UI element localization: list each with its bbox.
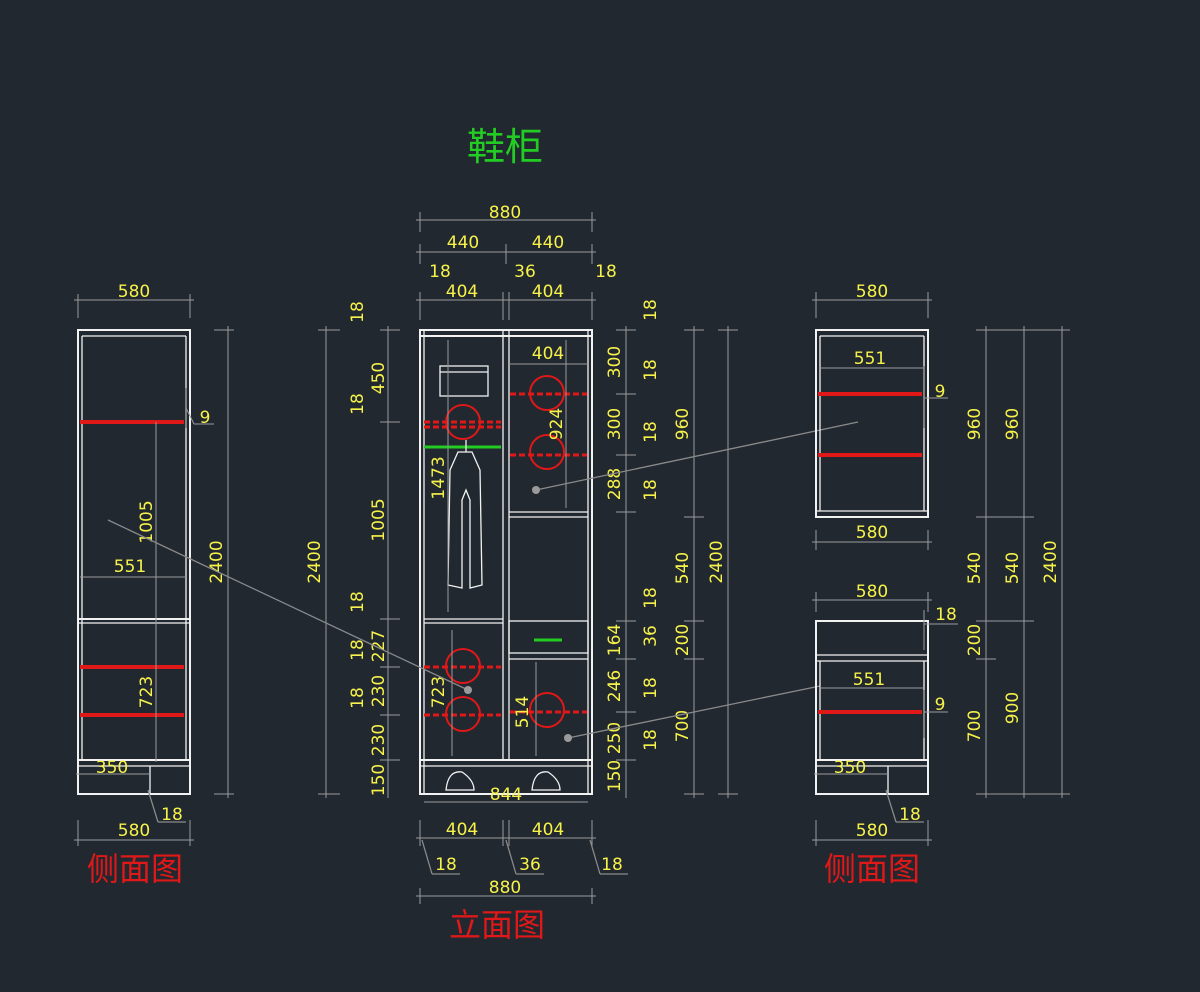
front-right-dim-10: 246 [605,670,625,702]
left-base: 350 [96,758,128,778]
right-h1: 960 [965,408,985,440]
front-right-dim-0: 18 [641,299,661,321]
right-upper-top-w: 580 [856,282,888,302]
right-h4: 700 [965,710,985,742]
front-mid-dim-2: 924 [547,408,567,440]
front-left-dim-7: 230 [369,675,389,707]
left-side-view: 580 580 551 9 350 18 2400 1005 723 侧面图 [74,282,234,888]
right-total: 2400 [1041,540,1061,583]
front-right-outer-2: 200 [673,624,693,656]
front-right-dim-1: 300 [605,346,625,378]
right-lower-inner: 551 [853,670,885,690]
right-thick: 18 [899,805,921,825]
front-right-dim-9: 36 [641,625,661,647]
front-right-dim-8: 164 [605,624,625,656]
front-overall-bottom: 880 [489,878,521,898]
right-upper-inner: 551 [854,349,886,369]
right-h3: 200 [965,624,985,656]
front-left-dim-2: 18 [348,393,368,415]
front-left-dim-10: 150 [369,764,389,796]
right-h2: 540 [965,552,985,584]
front-right-dim-6: 18 [641,479,661,501]
front-inner-top: 404 [532,344,564,364]
front-left-dim-5: 227 [369,630,389,662]
front-right-total: 2400 [707,540,727,583]
left-gap: 9 [200,408,211,428]
front-left-dim-6: 18 [348,639,368,661]
front-view-label: 立面图 [449,906,545,944]
front-right-outer-1: 540 [673,552,693,584]
right-lower-bottom-w: 580 [856,821,888,841]
front-left-total: 2400 [305,540,325,583]
left-view-label: 侧面图 [87,850,183,888]
front-right-dim-5: 288 [605,468,625,500]
front-elevation: 880 440 440 18 36 18 404 404 404 18 450 … [305,203,738,944]
right-base: 350 [834,758,866,778]
front-bay-right: 404 [532,282,564,302]
front-mid-dim-3: 514 [513,696,533,728]
front-right-dim-7: 18 [641,587,661,609]
front-left-dim-9: 230 [369,724,389,756]
front-left-dim-3: 1005 [369,498,389,541]
right-h2b: 540 [1003,552,1023,584]
left-upper: 1005 [137,500,157,543]
front-middle-b: 36 [519,855,541,875]
front-right-dim-11: 18 [641,677,661,699]
right-h1b: 960 [1003,408,1023,440]
front-right-dim-3: 300 [605,408,625,440]
right-thick-top: 18 [935,605,957,625]
front-middle: 36 [514,262,536,282]
front-bay-right-b: 404 [532,820,564,840]
front-right-dim-2: 18 [641,359,661,381]
front-right-dim-14: 150 [605,760,625,792]
right-side-view: 580 551 580 580 551 580 9 9 18 350 18 96… [812,282,1070,888]
left-thick: 18 [161,805,183,825]
right-gap2: 9 [935,695,946,715]
front-half-left: 440 [447,233,479,253]
front-right-dim-13: 18 [641,729,661,751]
front-side-left-b: 18 [435,855,457,875]
front-right-outer-0: 960 [673,408,693,440]
left-width-bottom: 580 [118,821,150,841]
left-width-top: 580 [118,282,150,302]
right-h5: 900 [1003,692,1023,724]
front-mid-dim-0: 1473 [429,456,449,499]
front-left-dim-8: 18 [348,687,368,709]
front-half-right: 440 [532,233,564,253]
front-bay-left: 404 [446,282,478,302]
left-inner-width: 551 [114,557,146,577]
front-side-left: 18 [429,262,451,282]
front-overall-top: 880 [489,203,521,223]
front-left-dim-0: 18 [348,301,368,323]
front-side-right: 18 [595,262,617,282]
front-mid-dim-1: 723 [429,676,449,708]
right-gap: 9 [935,382,946,402]
front-bay-left-b: 404 [446,820,478,840]
right-upper-bottom-w: 580 [856,523,888,543]
front-inner-bottom: 844 [490,785,522,805]
front-left-dim-1: 450 [369,362,389,394]
left-lower: 723 [137,676,157,708]
right-view-label: 侧面图 [824,850,920,888]
front-right-dim-4: 18 [641,421,661,443]
right-lower-top-w: 580 [856,582,888,602]
front-right-outer-3: 700 [673,710,693,742]
front-left-dim-4: 18 [348,591,368,613]
left-height: 2400 [207,540,227,583]
front-side-right-b: 18 [601,855,623,875]
drawing-title: 鞋柜 [467,125,543,169]
